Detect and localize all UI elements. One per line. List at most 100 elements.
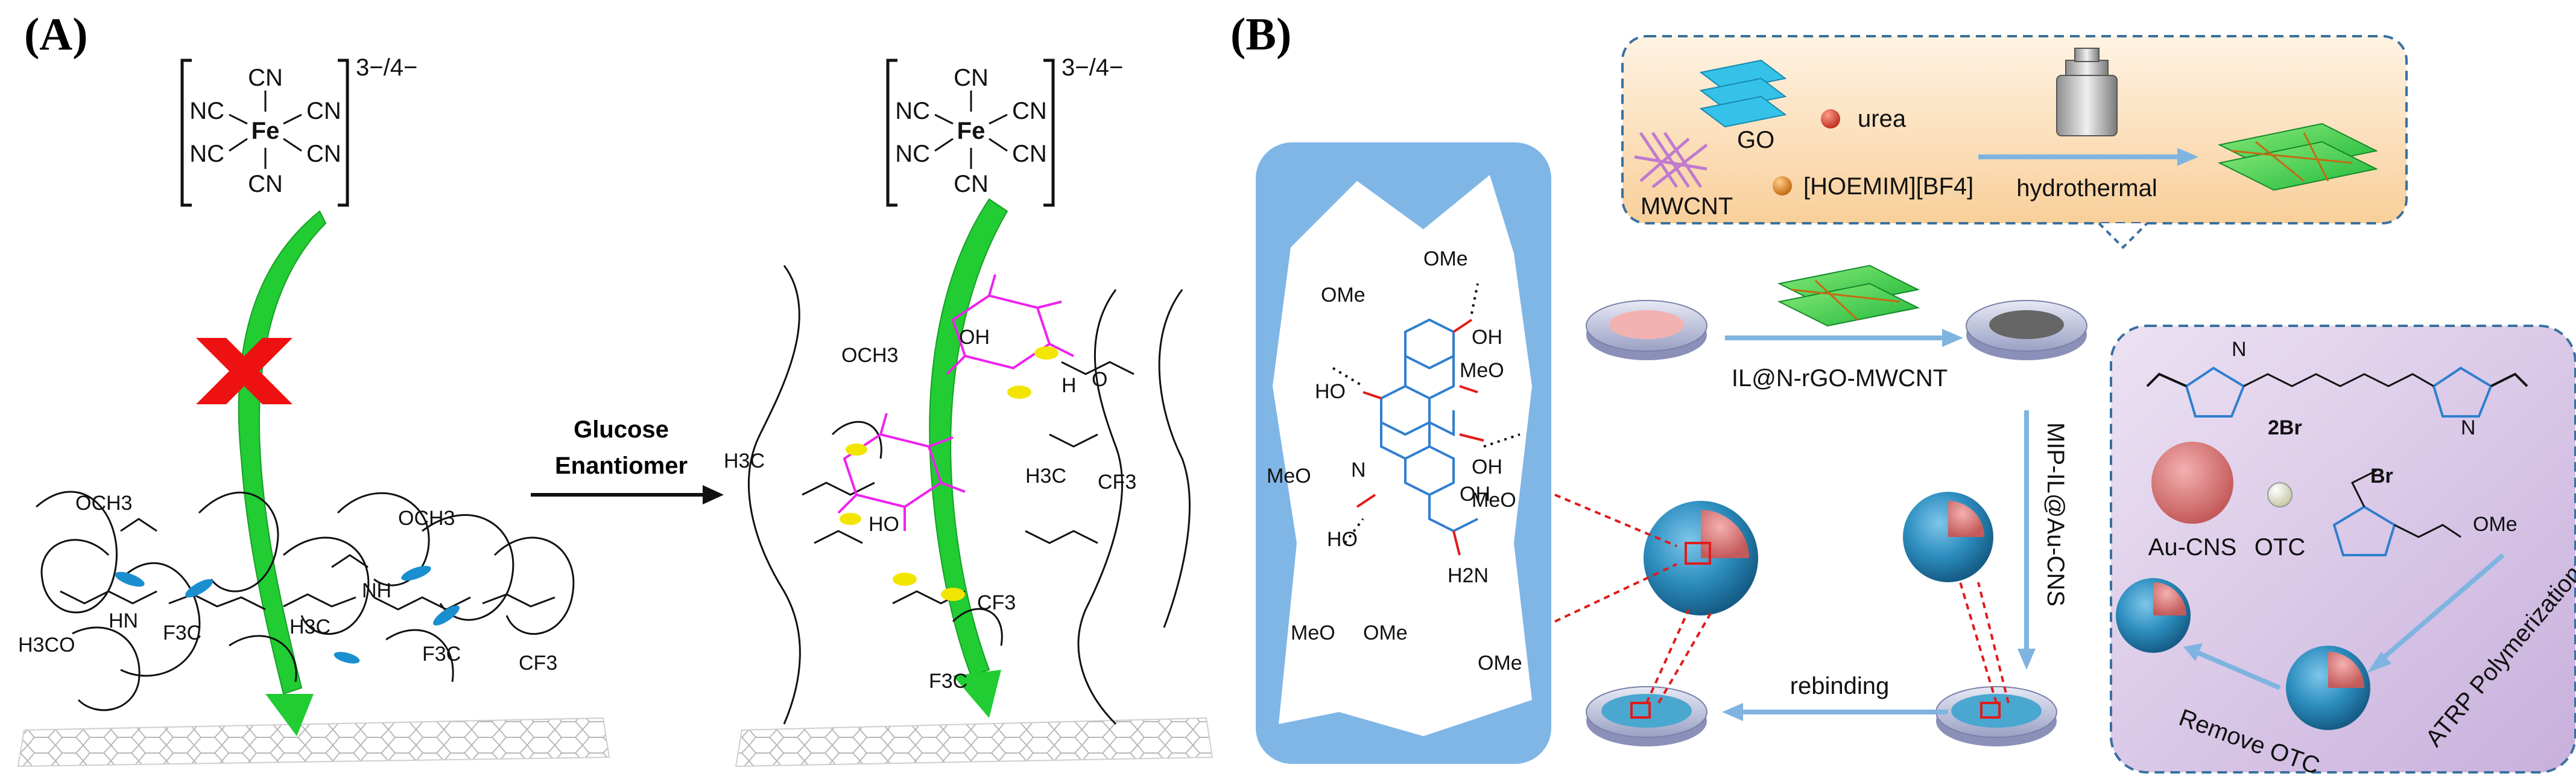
h3c-label-r2: H3C bbox=[1025, 465, 1066, 488]
ionic-liquid-label: [HOEMIM][BF4] bbox=[1803, 173, 1973, 200]
coated-sphere-empty bbox=[2116, 578, 2191, 653]
cf3-label-r1: CF3 bbox=[1098, 471, 1136, 494]
modified-electrode-icon bbox=[1966, 300, 2087, 360]
hydrothermal-label: hydrothermal bbox=[2016, 175, 2157, 202]
rebound-electrode-icon bbox=[1586, 686, 1707, 746]
counterion-br: Br bbox=[2370, 465, 2393, 488]
template-meo-4: MeO bbox=[1291, 621, 1335, 644]
arrow-label-enantiomer: Enantiomer bbox=[555, 453, 688, 479]
arrow-label-glucose: Glucose bbox=[574, 416, 669, 443]
ligand-upper-left: NC bbox=[189, 98, 224, 124]
f3c-label-2: F3C bbox=[422, 643, 461, 666]
counterion-2br: 2Br bbox=[2268, 416, 2302, 439]
f3c-label-1: F3C bbox=[163, 621, 201, 644]
au-cns-sphere-icon bbox=[2151, 442, 2233, 524]
electron-path-arrowhead-left bbox=[265, 694, 314, 736]
graphene-sheet-left bbox=[17, 717, 610, 768]
mip-sphere-icon bbox=[1903, 492, 1993, 582]
ho-label-sugar: HO bbox=[869, 513, 899, 536]
h3c-label-r1: H3C bbox=[724, 450, 765, 472]
och3-label-r: OCH3 bbox=[841, 344, 898, 367]
mip-arrowhead bbox=[2017, 649, 2036, 670]
cf3-label-1: CF3 bbox=[519, 652, 557, 675]
au-cns-label: Au-CNS bbox=[2148, 534, 2237, 561]
crosslinker-n-plus-2: N bbox=[2461, 416, 2476, 439]
coated-sphere-imprinted bbox=[2286, 646, 2370, 730]
monomer-ome: OMe bbox=[2473, 513, 2517, 536]
mwcnt-label: MWCNT bbox=[1641, 193, 1733, 220]
enantiomer-arrow: Glucose Enantiomer bbox=[531, 416, 724, 504]
hn-label: HN bbox=[109, 609, 138, 632]
ligand-upper-left-r: NC bbox=[895, 98, 930, 124]
otc-label: OTC bbox=[2255, 534, 2305, 561]
urea-label: urea bbox=[1858, 106, 1907, 132]
template-ho-2: HO bbox=[1327, 528, 1358, 551]
graphene-sheet-right bbox=[735, 717, 1214, 768]
ionic-liquid-bead-icon bbox=[1773, 176, 1792, 196]
template-oh-2: OH bbox=[1472, 456, 1502, 478]
template-ho-1: HO bbox=[1315, 380, 1346, 403]
hbond-markers-blue bbox=[115, 565, 460, 664]
mip-label: MIP-IL@Au-CNS bbox=[2042, 422, 2069, 606]
chem-labels-right: OCH3 H3C H3C CF3 CF3 F3C HO OH H O bbox=[724, 326, 1136, 693]
rebinding-label: rebinding bbox=[1790, 673, 1890, 699]
rebinding-arrowhead bbox=[1722, 703, 1743, 721]
metal-center: Fe bbox=[252, 118, 280, 144]
composite-small-icon bbox=[1777, 264, 1920, 327]
ferricyanide-complex-right: CN NC Fe CN NC CN CN 3−/4− bbox=[886, 54, 1123, 207]
ligand-upper-right-r: CN bbox=[1012, 98, 1047, 124]
oh-label-sugar: OH bbox=[959, 326, 990, 349]
cf3-label-r2: CF3 bbox=[977, 591, 1016, 614]
urea-bead-icon bbox=[1821, 109, 1840, 129]
receptor-network-right bbox=[748, 265, 1191, 725]
metal-center-r: Fe bbox=[957, 118, 986, 144]
panel-b-label: (B) bbox=[1230, 9, 1291, 60]
glucose-ring-upper bbox=[946, 274, 1074, 375]
hydrothermal-arrowhead bbox=[2177, 148, 2198, 166]
glucose-ring-lower bbox=[837, 413, 966, 531]
template-ome-1: OMe bbox=[1423, 247, 1468, 270]
o-label: O bbox=[1092, 368, 1107, 391]
och3-label: OCH3 bbox=[75, 492, 132, 515]
electron-path-arrowhead-right bbox=[953, 670, 1001, 718]
ligand-bottom: CN bbox=[248, 171, 283, 197]
template-meo-2: MeO bbox=[1460, 359, 1504, 382]
ligand-bottom-r: CN bbox=[954, 171, 989, 197]
template-h2n: H2N bbox=[1448, 564, 1489, 587]
atrp-arrow bbox=[2375, 553, 2505, 666]
composite-product-icon bbox=[2217, 122, 2379, 191]
h-label: H bbox=[1062, 374, 1077, 397]
crosslinker-n-plus: N bbox=[2232, 338, 2247, 361]
rebound-sphere-icon bbox=[1644, 501, 1758, 615]
panel-a-label: (A) bbox=[24, 9, 88, 60]
bare-electrode-icon bbox=[1586, 300, 1707, 360]
mwcnt-icon bbox=[1634, 132, 1708, 188]
go-label: GO bbox=[1737, 127, 1774, 153]
receptor-network-left bbox=[36, 491, 575, 711]
template-ome-2: OMe bbox=[1321, 284, 1366, 307]
h3co-label: H3CO bbox=[18, 634, 75, 656]
ligand-lower-left: NC bbox=[189, 141, 224, 167]
och3-label-2: OCH3 bbox=[398, 507, 455, 530]
blocked-cross-icon bbox=[196, 338, 293, 404]
otc-bead-icon bbox=[2267, 482, 2293, 507]
template-molecule-panel: OMe OMe OMe OMe MeO MeO MeO MeO OH OH OH… bbox=[1256, 142, 1551, 764]
template-oh-3: OH bbox=[1460, 483, 1490, 506]
hbond-markers-yellow bbox=[840, 346, 1059, 601]
template-oh-1: OH bbox=[1472, 326, 1502, 349]
f3c-label-r: F3C bbox=[929, 670, 967, 693]
ligand-lower-right: CN bbox=[306, 141, 341, 167]
ligand-upper-right: CN bbox=[306, 98, 341, 124]
ligand-top: CN bbox=[248, 65, 283, 91]
panel-b: (B) bbox=[1230, 9, 2576, 780]
modify-label: IL@N-rGO-MWCNT bbox=[1732, 365, 1948, 392]
synthesis-box: GO MWCNT urea [HOEMIM][BF4] hydrothermal bbox=[1621, 35, 2408, 249]
complex-charge-r: 3−/4− bbox=[1062, 54, 1123, 81]
zoom-callout-lines bbox=[1554, 494, 2010, 704]
template-n: N bbox=[1351, 459, 1366, 482]
complex-charge: 3−/4− bbox=[356, 54, 417, 81]
nh-label: NH bbox=[362, 579, 391, 602]
atrp-arrowhead bbox=[2367, 652, 2391, 673]
